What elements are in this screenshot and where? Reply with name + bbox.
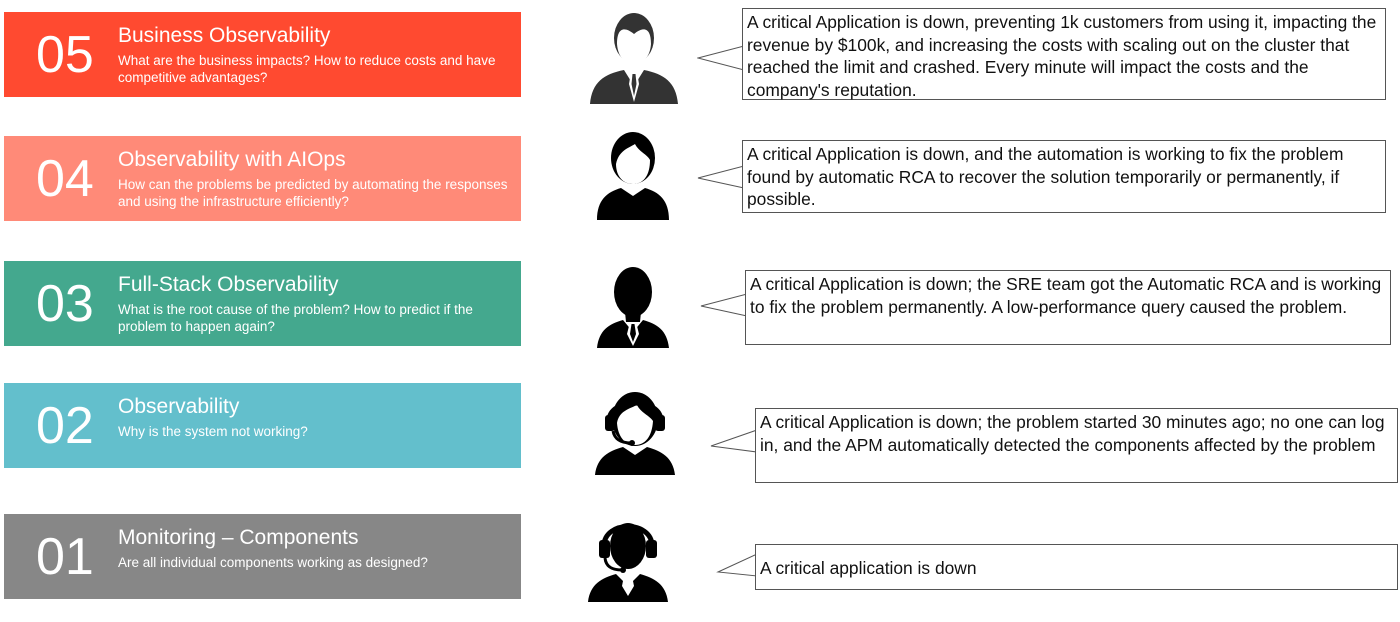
level-question: Why is the system not working?	[118, 424, 308, 439]
level-question: What are the business impacts? How to re…	[118, 53, 496, 85]
speech-pointer	[700, 293, 749, 317]
businessman-icon	[584, 4, 684, 104]
level-question: What is the root cause of the problem? H…	[118, 302, 473, 334]
scenario-bubble: A critical Application is down; the prob…	[755, 408, 1398, 483]
level-02-band: 02 Observability Why is the system not w…	[4, 383, 521, 468]
level-title: Full-Stack Observability	[118, 273, 339, 296]
scenario-bubble: A critical application is down	[755, 544, 1398, 590]
level-number: 02	[36, 396, 94, 455]
level-01-band: 01 Monitoring – Components Are all indiv…	[4, 514, 521, 599]
level-title: Observability with AIOps	[118, 148, 346, 171]
scenario-bubble: A critical Application is down; the SRE …	[745, 270, 1391, 345]
speech-pointer	[710, 429, 759, 453]
level-number: 03	[36, 274, 94, 333]
level-number: 05	[36, 25, 94, 84]
level-title: Observability	[118, 395, 240, 418]
woman-icon	[583, 124, 683, 224]
level-title: Monitoring – Components	[118, 526, 359, 549]
level-question: Are all individual components working as…	[118, 555, 428, 570]
female-support-agent-icon	[585, 381, 685, 481]
scenario-bubble: A critical Application is down, preventi…	[742, 8, 1386, 100]
level-04-band: 04 Observability with AIOps How can the …	[4, 136, 521, 221]
level-number: 01	[36, 527, 94, 586]
level-number: 04	[36, 149, 94, 208]
level-03-band: 03 Full-Stack Observability What is the …	[4, 261, 521, 346]
level-question: How can the problems be predicted by aut…	[118, 177, 508, 209]
speech-pointer	[697, 45, 746, 71]
level-05-band: 05 Business Observability What are the b…	[4, 12, 521, 97]
scenario-bubble: A critical Application is down, and the …	[742, 140, 1386, 213]
level-title: Business Observability	[118, 24, 331, 47]
engineer-icon	[583, 256, 683, 356]
male-support-agent-icon	[578, 510, 678, 610]
speech-pointer	[716, 553, 759, 577]
speech-pointer	[697, 165, 746, 189]
